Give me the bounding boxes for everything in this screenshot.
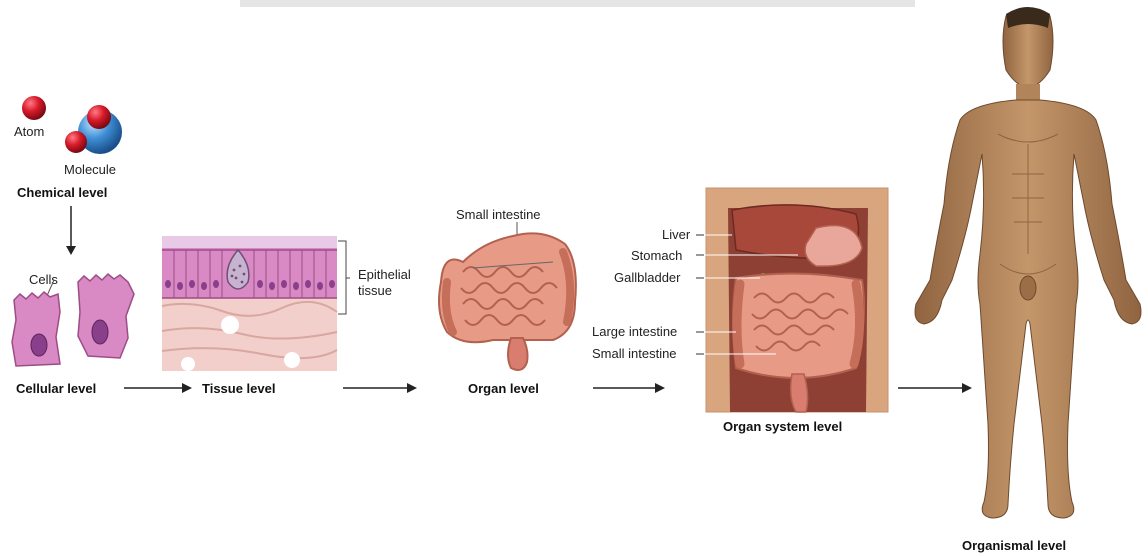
- organismal-level-title: Organismal level: [962, 538, 1066, 553]
- atom-label: Atom: [14, 124, 44, 139]
- tissue-level-title: Tissue level: [202, 381, 275, 396]
- epithelial-label: Epithelial: [358, 267, 411, 282]
- large-intestine-label: Large intestine: [592, 324, 677, 339]
- tissue-illustration: [162, 236, 337, 371]
- organ-system-level-title: Organ system level: [723, 419, 842, 434]
- chemical-level-title: Chemical level: [17, 185, 107, 200]
- organ-level-title: Organ level: [468, 381, 539, 396]
- molecule-label: Molecule: [64, 162, 116, 177]
- epithelial-bracket: [336, 240, 350, 320]
- stomach-label: Stomach: [631, 248, 682, 263]
- molecule-illustration: [62, 104, 132, 164]
- system-small-intestine-label: Small intestine: [592, 346, 677, 361]
- arrow-organ-to-system: [593, 382, 667, 394]
- organ-system-illustration: [706, 188, 888, 412]
- liver-label: Liver: [662, 227, 690, 242]
- human-body-illustration: [908, 4, 1148, 534]
- cropped-title-strip: [240, 0, 915, 7]
- arrow-cellular-to-tissue: [124, 382, 194, 394]
- gallbladder-label: Gallbladder: [614, 270, 681, 285]
- organ-small-intestine-label: Small intestine: [456, 207, 541, 222]
- arrow-chemical-to-cellular: [61, 206, 81, 256]
- organ-intestine-illustration: [433, 222, 583, 377]
- cells-illustration: [8, 272, 138, 367]
- arrow-tissue-to-organ: [343, 382, 419, 394]
- tissue-label: tissue: [358, 283, 392, 298]
- cellular-level-title: Cellular level: [16, 381, 96, 396]
